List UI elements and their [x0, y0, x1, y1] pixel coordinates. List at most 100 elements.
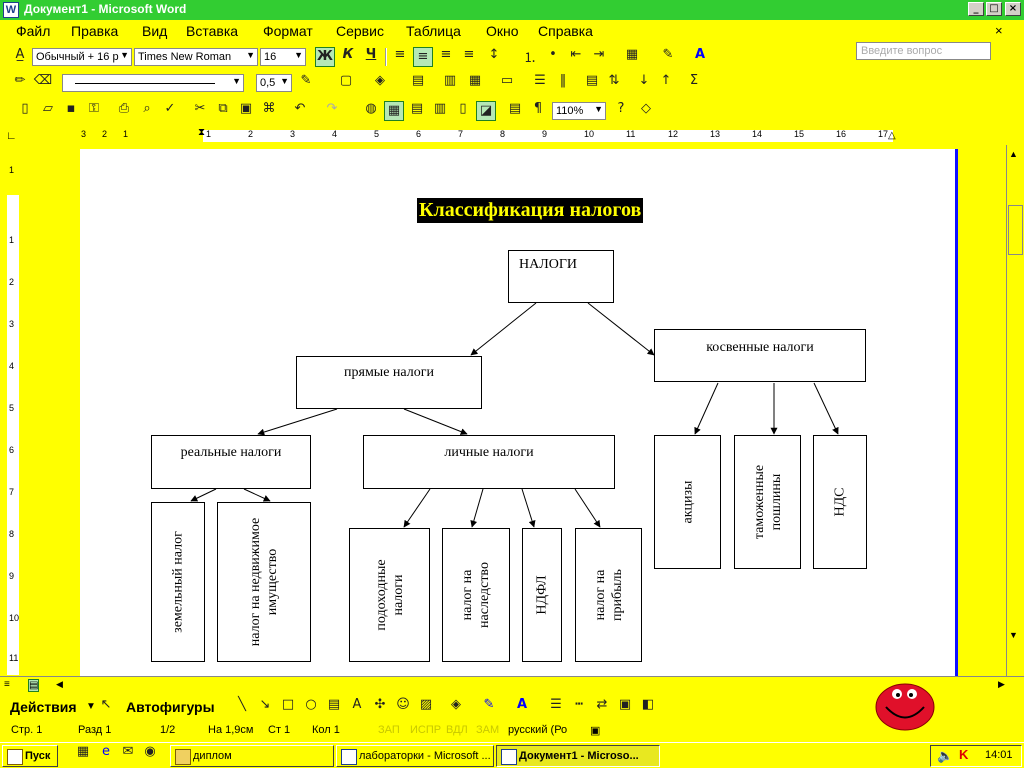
volume-icon[interactable]: 🔈 — [937, 748, 954, 763]
outside-border-icon[interactable]: ▢ — [339, 73, 353, 88]
autosum-icon[interactable]: Σ — [689, 73, 699, 88]
line-spacing-icon[interactable]: ↕ — [488, 47, 500, 62]
hyperlink-icon[interactable]: ◍ — [365, 101, 377, 116]
bullets-icon[interactable]: • — [549, 47, 557, 62]
menu-tools[interactable]: Сервис — [336, 23, 384, 39]
indent-marker-icon[interactable]: ⧗ — [198, 127, 206, 138]
menu-format[interactable]: Формат — [263, 23, 313, 39]
menu-view[interactable]: Вид — [142, 23, 168, 39]
arrow-tool-icon[interactable]: ↘ — [259, 697, 271, 712]
zoom-combo[interactable]: 110%▼ — [552, 102, 606, 120]
line-style-combo[interactable]: ▼ — [62, 74, 244, 92]
distribute-columns-icon[interactable]: ‖ — [559, 73, 567, 88]
help-icon[interactable]: ? — [617, 101, 625, 116]
drawing-icon[interactable]: ◪ — [476, 101, 496, 121]
sort-ascending-icon[interactable]: ↓ — [638, 73, 650, 88]
box-income-taxes[interactable]: подоходные налоги — [349, 528, 430, 662]
spelling-status-icon[interactable]: ▣ — [590, 725, 601, 737]
fill-color-icon[interactable]: ◈ — [451, 697, 461, 712]
dash-style-icon[interactable]: ┅ — [575, 697, 583, 712]
open-folder-icon[interactable]: ▱ — [43, 101, 53, 116]
print-layout-icon[interactable]: ▤ — [28, 679, 40, 692]
text-direction-icon[interactable]: ⇅ — [608, 73, 620, 88]
styles-pane-icon[interactable]: A̲ — [15, 47, 25, 62]
copy-icon[interactable]: ⧉ — [218, 101, 228, 116]
highlight-icon[interactable]: ✎ — [662, 47, 674, 62]
task-diplom[interactable]: диплом — [170, 745, 334, 767]
status-overtype[interactable]: ЗАМ — [476, 724, 500, 736]
align-left-icon[interactable]: ≡ — [394, 47, 406, 62]
office-assistant-smiley-icon[interactable] — [874, 680, 936, 732]
align-right-icon[interactable]: ≡ — [440, 47, 452, 62]
align-center-icon[interactable]: ≡ — [413, 47, 433, 67]
sort-descending-icon[interactable]: ↑ — [660, 73, 672, 88]
align-cell-icon[interactable]: ▭ — [500, 73, 514, 88]
shadow-icon[interactable]: ▣ — [618, 697, 632, 712]
oval-tool-icon[interactable]: ○ — [305, 697, 317, 712]
box-inheritance-tax[interactable]: налог на наследство — [442, 528, 510, 662]
font-color-icon[interactable]: A — [694, 47, 706, 62]
scroll-up-icon[interactable]: ▲ — [1009, 149, 1018, 159]
menu-window[interactable]: Окно — [486, 23, 519, 39]
box-vat[interactable]: НДС — [813, 435, 867, 569]
font-combo[interactable]: Times New Roman▼ — [134, 48, 258, 66]
menu-help[interactable]: Справка — [538, 23, 593, 39]
status-extend[interactable]: ВДЛ — [446, 724, 468, 736]
scroll-right-icon[interactable]: ▶ — [998, 679, 1005, 689]
line-color-icon[interactable]: ✎ — [483, 697, 495, 712]
line-tool-icon[interactable]: ╲ — [238, 697, 246, 712]
bold-button[interactable]: Ж — [315, 47, 335, 67]
box-personal-taxes[interactable]: личные налоги — [363, 435, 615, 489]
underline-button[interactable]: Ч — [365, 47, 377, 62]
antivirus-icon[interactable]: K — [959, 747, 969, 762]
insert-table-icon[interactable]: ▤ — [411, 73, 425, 88]
decrease-indent-icon[interactable]: ⇤ — [570, 47, 582, 62]
split-cells-icon[interactable]: ▦ — [468, 73, 482, 88]
autoshapes-menu[interactable]: Автофигуры — [126, 699, 215, 715]
format-painter-icon[interactable]: ⌘ — [262, 101, 276, 116]
status-track-changes[interactable]: ИСПР — [410, 724, 442, 736]
undo-icon[interactable]: ↶ — [294, 101, 306, 116]
right-indent-icon[interactable]: △ — [888, 130, 896, 141]
print-icon[interactable]: ⎙ — [118, 101, 130, 116]
box-indirect-taxes[interactable]: косвенные налоги — [654, 329, 866, 382]
ie-icon[interactable]: e — [102, 744, 110, 759]
box-land-tax[interactable]: земельный налог — [151, 502, 205, 662]
merge-cells-icon[interactable]: ▥ — [443, 73, 457, 88]
line-weight-combo[interactable]: 0,5▼ — [256, 74, 292, 92]
show-desktop-icon[interactable]: ▦ — [76, 744, 90, 759]
read-mode-icon[interactable]: ◇ — [641, 101, 651, 116]
line-style-icon[interactable]: ☰ — [550, 697, 562, 712]
distribute-rows-icon[interactable]: ☰ — [534, 73, 546, 88]
box-real-taxes[interactable]: реальные налоги — [151, 435, 311, 489]
menu-file[interactable]: Файл — [16, 23, 51, 39]
status-record-macro[interactable]: ЗАП — [378, 724, 400, 736]
box-taxes-root[interactable]: НАЛОГИ — [508, 250, 614, 303]
box-customs-duties[interactable]: таможенные пошлины — [734, 435, 801, 569]
font-size-combo[interactable]: 16▼ — [260, 48, 306, 66]
box-ndfl[interactable]: НДФЛ — [522, 528, 562, 662]
paste-icon[interactable]: ▣ — [239, 101, 253, 116]
restore-button[interactable]: □ — [986, 2, 1002, 16]
tab-selector-icon[interactable]: ∟ — [6, 130, 17, 142]
close-help-icon[interactable]: × — [995, 23, 1003, 38]
shading-color-icon[interactable]: ◈ — [375, 73, 385, 88]
box-profit-tax[interactable]: налог на прибыль — [575, 528, 642, 662]
save-icon[interactable]: ▪ — [66, 101, 76, 116]
textbox-tool-icon[interactable]: ▤ — [327, 697, 341, 712]
permission-icon[interactable]: ⚿ — [89, 101, 99, 116]
columns-icon[interactable]: ▯ — [459, 101, 467, 116]
document-map-icon[interactable]: ▤ — [508, 101, 522, 116]
wordart-icon[interactable]: A — [352, 697, 362, 712]
task-labs-word[interactable]: лабораторки - Microsoft ... — [336, 745, 494, 767]
new-document-icon[interactable]: ▯ — [21, 101, 29, 116]
increase-indent-icon[interactable]: ⇥ — [593, 47, 605, 62]
italic-button[interactable]: К — [342, 47, 354, 62]
font-color-icon[interactable]: A — [516, 697, 528, 712]
media-icon[interactable]: ◉ — [144, 744, 156, 759]
insert-picture-icon[interactable]: ▨ — [419, 697, 433, 712]
ask-question-input[interactable]: Введите вопрос — [856, 42, 991, 60]
arrow-style-icon[interactable]: ⇄ — [596, 697, 608, 712]
